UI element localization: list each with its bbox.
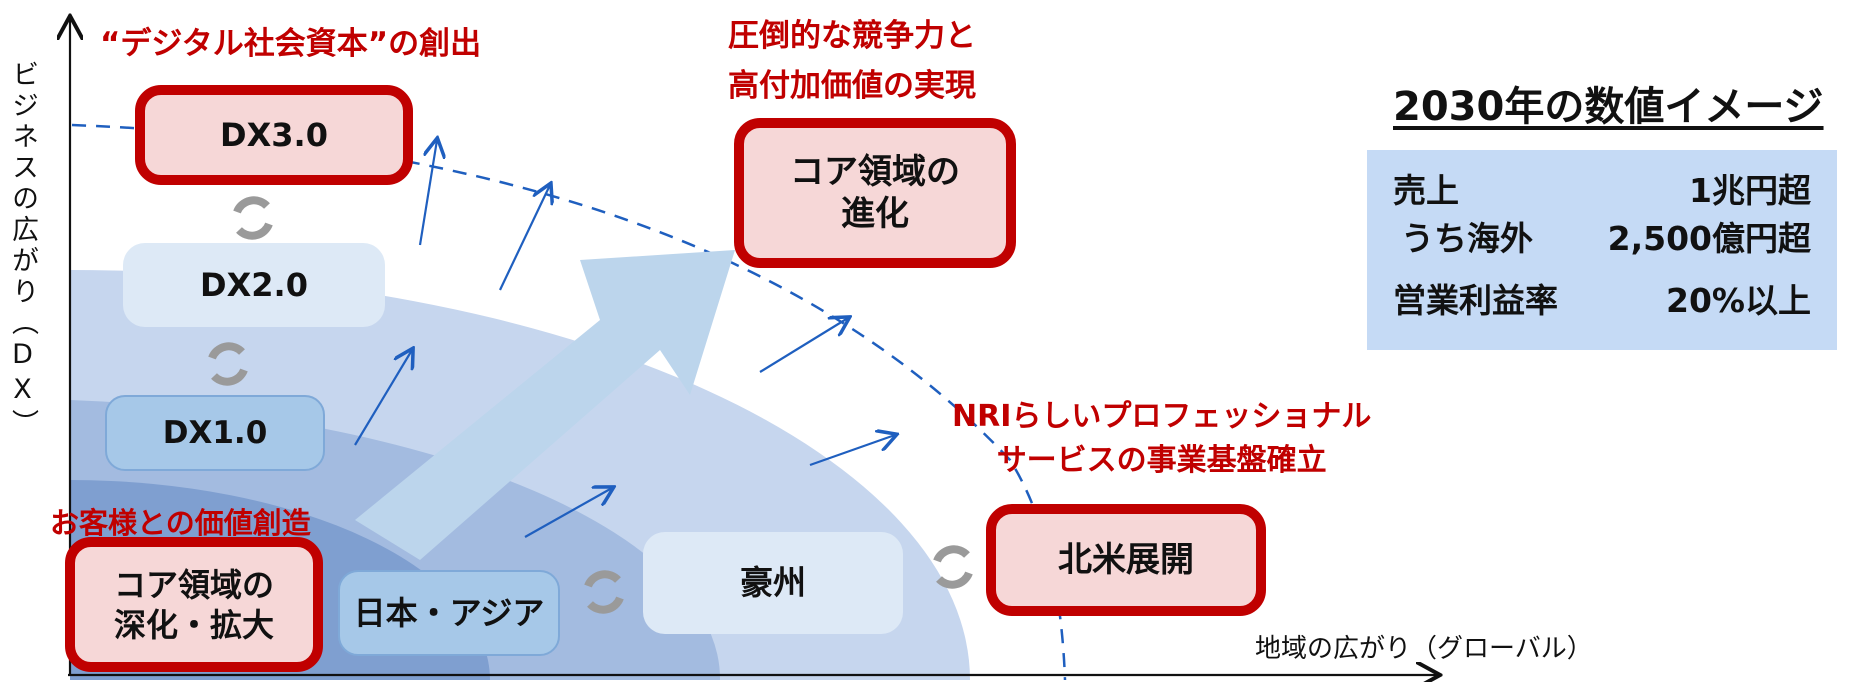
australia-box: 豪州	[643, 532, 903, 634]
x-axis-label: 地域の広がり（グローバル）	[1255, 634, 1593, 664]
metric-row-sales: 売上 1兆円超	[1393, 164, 1811, 212]
small-arrow	[809, 435, 895, 467]
y-axis-label: ビジネスの広がり（DX）	[7, 60, 38, 440]
growth-big-arrow	[355, 250, 735, 560]
japan-asia-box: 日本・アジア	[338, 570, 560, 656]
metric-label: 売上	[1393, 171, 1459, 210]
metric-label: うち海外	[1401, 219, 1533, 258]
small-growth-arrows	[354, 140, 895, 538]
metric-value: 20%以上	[1666, 281, 1811, 320]
small-arrow	[524, 488, 612, 538]
metric-row-margin: 営業利益率 20%以上	[1393, 274, 1811, 322]
metric-label: 営業利益率	[1393, 281, 1558, 320]
core-evolution-box: コア領域の 進化	[734, 118, 1016, 268]
cycle-arrows-icon	[208, 342, 248, 386]
metric-value: 2,500億円超	[1607, 219, 1811, 258]
dx1-box: DX1.0	[105, 395, 325, 471]
small-arrow	[499, 185, 550, 291]
cycle-arrows-icon	[233, 196, 273, 240]
core-deepening-box: コア領域の 深化・拡大	[65, 537, 323, 672]
metrics-panel: 売上 1兆円超 うち海外 2,500億円超 営業利益率 20%以上	[1367, 150, 1837, 350]
metric-value: 1兆円超	[1689, 171, 1811, 210]
caption-nri-professional: NRIらしいプロフェッショナル サービスの事業基盤確立	[952, 399, 1372, 478]
caption-competitive: 圧倒的な競争力と 高付加価値の実現	[728, 18, 976, 104]
cycle-arrows-icon	[933, 545, 973, 589]
cycle-arrows-icon	[584, 570, 624, 614]
panel-title: 2030年の数値イメージ	[1393, 84, 1824, 130]
caption-digital-capital: “デジタル社会資本”の創出	[100, 26, 482, 62]
dx2-box: DX2.0	[123, 243, 385, 327]
small-arrow	[418, 140, 437, 246]
small-arrow	[759, 318, 848, 373]
caption-customer-value: お客様との価値創造	[50, 506, 311, 540]
small-arrow	[354, 350, 412, 446]
metric-row-overseas: うち海外 2,500億円超	[1393, 212, 1811, 260]
north-america-box: 北米展開	[986, 504, 1266, 616]
dx3-box: DX3.0	[135, 85, 413, 185]
